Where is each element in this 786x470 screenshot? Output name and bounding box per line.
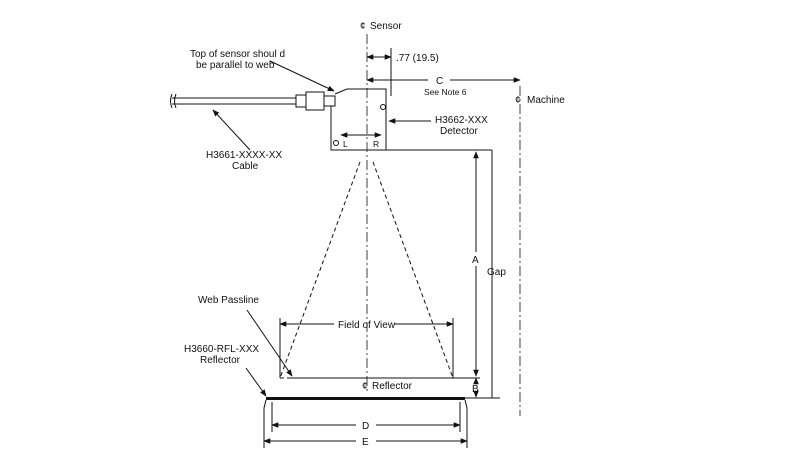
sensor-cl-label: Sensor <box>370 21 402 32</box>
machine-cl-label: Machine <box>527 95 565 106</box>
top-of-sensor-callout: Top of sensor shoul d be parallel to web <box>190 49 335 92</box>
field-of-view-cone <box>279 161 454 379</box>
c-dim-label: C <box>436 76 443 87</box>
offset-dimension: .77 (19.5) <box>366 48 439 96</box>
top-note-line1: Top of sensor shoul d <box>190 49 285 60</box>
a-dimension: A <box>472 151 479 377</box>
gap-dim-label: Gap <box>487 267 506 278</box>
machine-cl-symbol: ¢ <box>515 95 521 106</box>
a-dim-label: A <box>472 255 479 266</box>
b-dim-label: B <box>472 384 479 395</box>
sensor-centerline: ¢ Sensor <box>360 21 402 392</box>
reflector-cl-label: Reflector <box>372 381 413 392</box>
e-dimension: E <box>263 408 468 448</box>
e-dim-label: E <box>362 437 369 448</box>
reflector-cl-symbol: ¢ <box>362 381 368 392</box>
detector-callout: H3662-XXX Detector <box>388 115 488 137</box>
cable-line1: H3661-XXXX-XX <box>206 150 282 161</box>
field-of-view-label: Field of View <box>338 320 396 331</box>
reflector-line1: H3660-RFL-XXX <box>184 344 259 355</box>
d-dim-label: D <box>362 421 369 432</box>
c-dim-note: See Note 6 <box>424 87 467 97</box>
web-passline-label: Web Passline <box>198 295 259 306</box>
offset-dim-label: .77 (19.5) <box>396 53 439 64</box>
detector-mark-circle <box>380 104 386 110</box>
top-note-line2: be parallel to web <box>196 60 275 71</box>
cable-callout: H3661-XXXX-XX Cable <box>206 109 282 172</box>
detector-line1: H3662-XXX <box>435 115 488 126</box>
field-of-view-dimension: Field of View <box>279 318 454 378</box>
reflector-callout: H3660-RFL-XXX Reflector <box>184 344 267 397</box>
machine-centerline: ¢ Machine <box>515 86 565 416</box>
right-mark: R <box>373 139 379 149</box>
cable <box>170 91 336 111</box>
b-dimension: B <box>454 377 500 399</box>
left-mark: L <box>343 139 348 149</box>
gap-dimension: Gap <box>487 150 506 398</box>
cable-line2: Cable <box>232 161 259 172</box>
web-passline: Web Passline <box>198 295 480 379</box>
reflector-line2: Reflector <box>200 355 241 366</box>
reflector-centerline: ¢ Reflector <box>362 381 413 392</box>
c-dimension: C See Note 6 <box>366 76 521 97</box>
d-dimension: D <box>271 402 461 432</box>
detector-body: L R <box>330 88 387 151</box>
detector-line2: Detector <box>440 126 478 137</box>
reflector-plate <box>263 397 468 409</box>
detector-l-circle <box>333 140 339 146</box>
sensor-cl-symbol: ¢ <box>360 21 366 32</box>
